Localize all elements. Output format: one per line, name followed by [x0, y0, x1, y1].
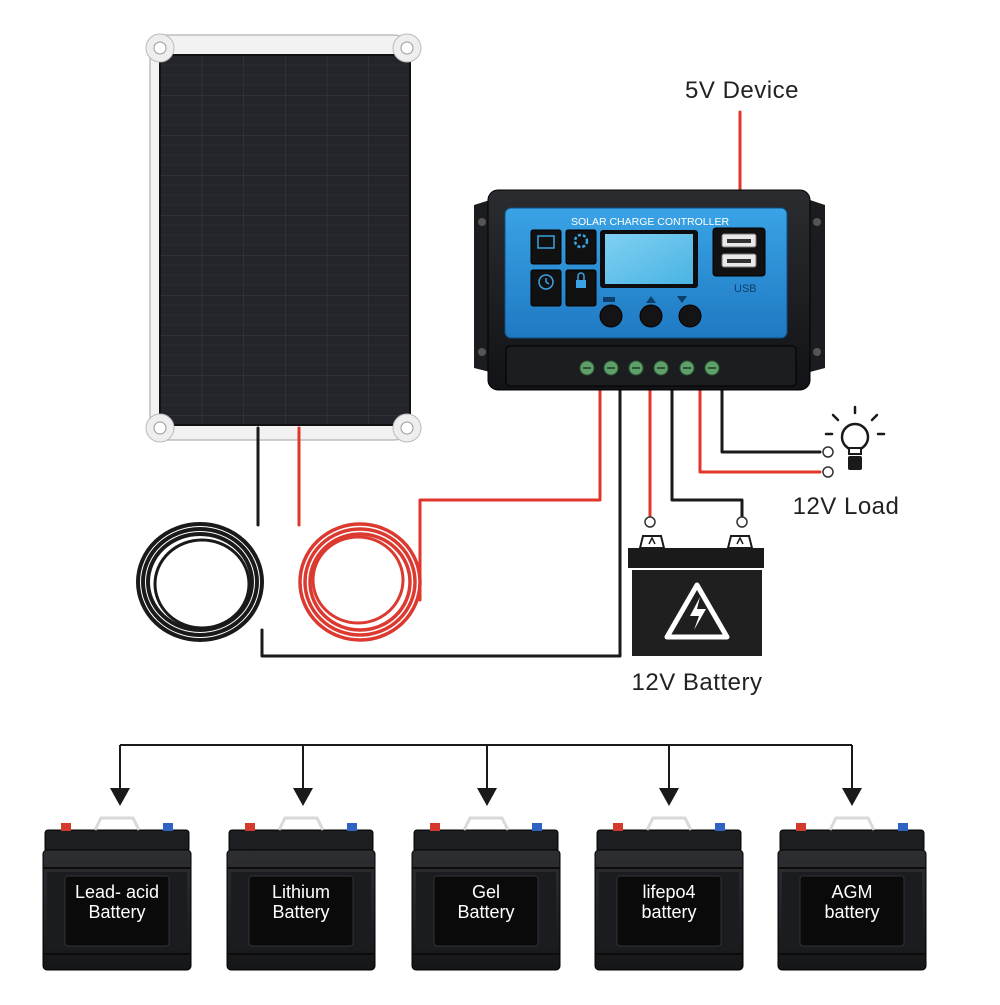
- mounting-hole-icon: [145, 33, 422, 443]
- battery-type-arrows: [119, 744, 853, 790]
- battery-gel: Gel Battery: [410, 816, 562, 972]
- down-arrow-icon: [677, 296, 687, 303]
- ring-terminal-icon: [644, 446, 834, 528]
- usb-label: USB: [734, 283, 757, 295]
- device-label: 5V Device: [685, 77, 799, 104]
- controller-title: SOLAR CHARGE CONTROLLER: [571, 216, 730, 228]
- battery-lifepo4: lifepo4 battery: [593, 816, 745, 972]
- warning-icon: [664, 582, 730, 640]
- feature-mcu-line2: control: [537, 257, 555, 263]
- black-cable-coil: [136, 522, 264, 642]
- battery-lead-acid: Lead- acid Battery: [41, 816, 193, 972]
- feature-set-line1: SET: [575, 251, 587, 257]
- feature-timer-line2: timer: [539, 298, 552, 304]
- feature-protect-line2: protect: [572, 298, 591, 304]
- feature-timer-line1: Build-in: [536, 292, 556, 298]
- screw-terminal-icon: [579, 360, 720, 376]
- battery-label: 12V Battery: [632, 669, 763, 696]
- battery-type-line2: Battery: [88, 902, 145, 922]
- battery-type-line2: Battery: [457, 902, 514, 922]
- wiring: [256, 110, 822, 658]
- light-bulb-icon: [824, 405, 886, 470]
- battery-type-line1: Lithium: [272, 882, 330, 902]
- solar-charge-controller: SOLAR CHARGE CONTROLLER MCU control SET …: [474, 189, 825, 391]
- battery-mode-icon: [603, 297, 615, 302]
- down-arrow-icon: [110, 788, 862, 806]
- up-arrow-icon: [646, 296, 656, 303]
- battery-type-line1: Gel: [472, 882, 500, 902]
- battery-agm: AGM battery: [776, 816, 928, 972]
- solar-panel: [145, 33, 422, 443]
- battery-type-line1: lifepo4: [642, 882, 695, 902]
- feature-set-line2: voltage: [571, 257, 591, 263]
- mcu-chip-icon: MCU control: [530, 229, 562, 265]
- battery-type-line1: AGM: [831, 882, 872, 902]
- battery-type-line2: Battery: [272, 902, 329, 922]
- battery-icon: [628, 535, 764, 656]
- red-cable-coil: [298, 522, 422, 642]
- battery-type-line2: battery: [824, 902, 879, 922]
- lcd-screen: [605, 234, 693, 284]
- down-button[interactable]: [678, 304, 702, 328]
- menu-button[interactable]: [599, 304, 623, 328]
- clock-timer-icon: Build-in timer: [530, 269, 562, 307]
- battery-type-line2: battery: [641, 902, 696, 922]
- battery-type-line1: Lead- acid: [75, 882, 159, 902]
- load-label: 12V Load: [793, 493, 900, 520]
- battery-lithium: Lithium Battery: [225, 816, 377, 972]
- settings-gear-icon: SET voltage: [565, 229, 597, 265]
- feature-mcu-line1: MCU: [539, 251, 553, 257]
- lock-icon: FULL protect: [565, 269, 597, 307]
- feature-protect-line1: FULL: [574, 292, 589, 298]
- lightning-icon: [690, 597, 706, 630]
- up-button[interactable]: [639, 304, 663, 328]
